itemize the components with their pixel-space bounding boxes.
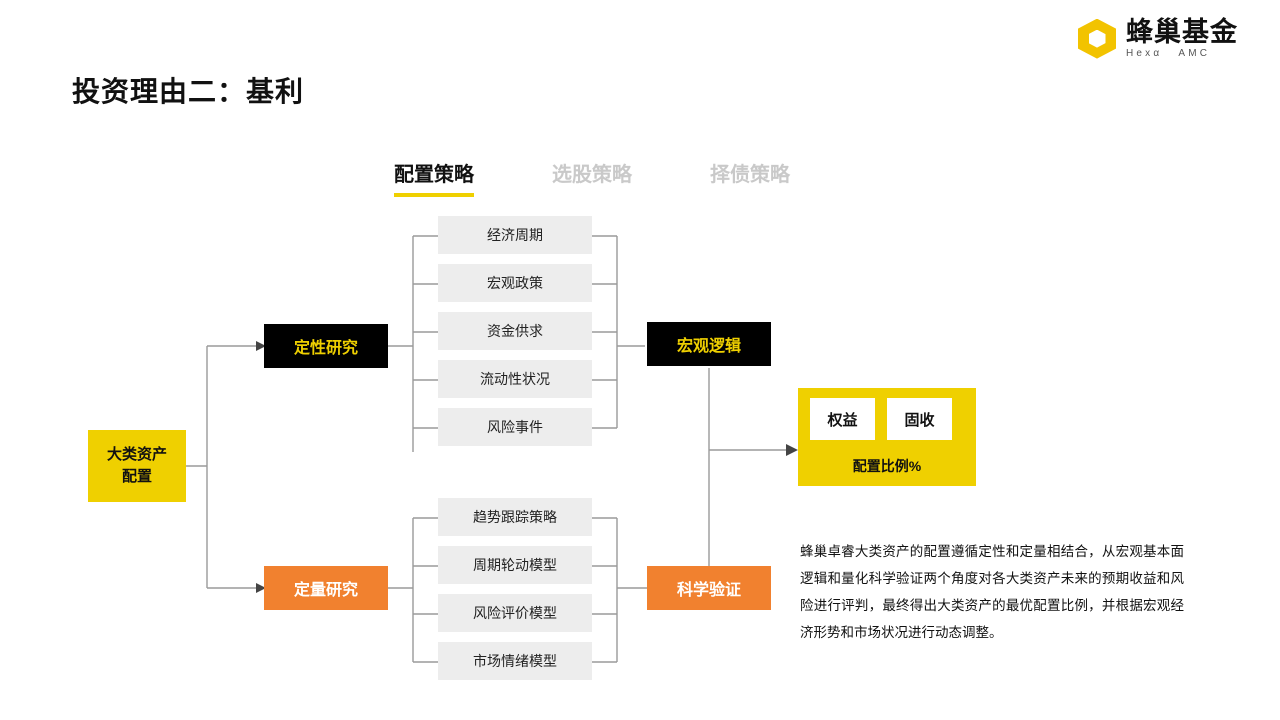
result-panel-caption: 配置比例%	[852, 458, 922, 474]
chip-equity: 权益	[810, 398, 875, 440]
list-item: 经济周期	[438, 216, 592, 256]
node-macro-logic: 宏观逻辑	[647, 322, 771, 366]
list-item: 市场情绪模型	[438, 642, 592, 682]
page-title: 投资理由二：基利	[72, 76, 305, 107]
list-item: 风险事件	[438, 408, 592, 448]
chip-fixed-income: 固收	[887, 398, 952, 440]
list-item: 风险评价模型	[438, 594, 592, 634]
list-item: 宏观政策	[438, 264, 592, 304]
node-quantitative-research: 定量研究	[264, 566, 388, 610]
node-asset-allocation-line2: 配置	[121, 468, 152, 485]
strategy-tabs: 配置策略 选股策略 择债策略	[394, 158, 790, 197]
tab-stock-strategy[interactable]: 选股策略	[552, 164, 632, 186]
list-item: 趋势跟踪策略	[438, 498, 592, 538]
hexagon-logo-icon	[1078, 18, 1116, 59]
brand-name-en-left: Hexα	[1126, 48, 1163, 60]
list-item: 资金供求	[438, 312, 592, 352]
tab-bond-strategy[interactable]: 择债策略	[710, 164, 790, 186]
description-paragraph: 蜂巢卓睿大类资产的配置遵循定性和定量相结合，从宏观基本面逻辑和量化科学验证两个角…	[800, 544, 1184, 640]
node-asset-allocation: 大类资产 配置	[88, 430, 186, 502]
brand-name-cn: 蜂巢基金	[1126, 17, 1238, 47]
brand-name-en-right: AMC	[1178, 48, 1211, 60]
node-qualitative-research: 定性研究	[264, 324, 388, 368]
brand-logo-text: 蜂巢基金 Hexα AMC	[1126, 17, 1238, 60]
list-item: 流动性状况	[438, 360, 592, 400]
list-item: 周期轮动模型	[438, 546, 592, 586]
result-chips: 权益 固收	[810, 398, 952, 440]
brand-logo: 蜂巢基金 Hexα AMC	[1078, 18, 1238, 59]
result-panel: 权益 固收 配置比例%	[798, 388, 976, 486]
node-scientific-verification: 科学验证	[647, 566, 771, 610]
brand-name-en: Hexα AMC	[1126, 48, 1238, 59]
tab-allocation-strategy[interactable]: 配置策略	[394, 158, 474, 197]
node-asset-allocation-line1: 大类资产	[106, 446, 167, 464]
